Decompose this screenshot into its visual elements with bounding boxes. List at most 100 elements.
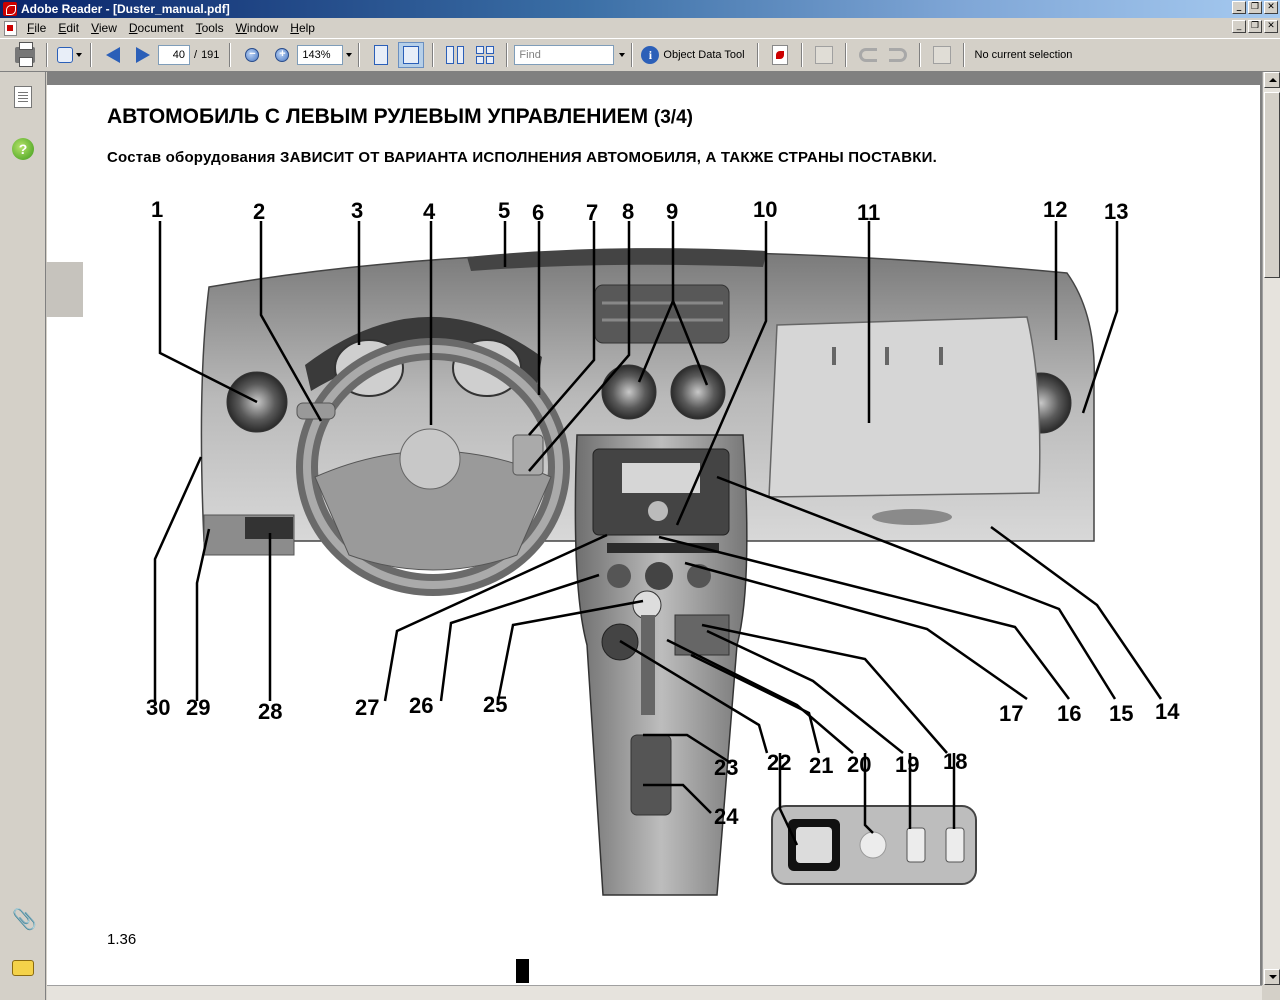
document-icon[interactable] xyxy=(4,20,17,36)
zoom-out-icon: − xyxy=(245,48,260,62)
menu-tools-accel: T xyxy=(195,21,202,35)
callout-19: 19 xyxy=(895,752,919,777)
search-binoculars-icon xyxy=(56,47,73,63)
callout-23: 23 xyxy=(714,755,738,780)
window-controls: _ ❐ ✕ xyxy=(1232,1,1278,14)
toolbar-separator xyxy=(358,43,361,67)
navigation-panel-splitter[interactable] xyxy=(46,262,83,317)
grid-icon xyxy=(476,46,495,64)
doc-close-button[interactable]: ✕ xyxy=(1264,20,1278,33)
vertical-scrollbar[interactable] xyxy=(1262,72,1280,985)
toolbar-separator xyxy=(800,43,803,67)
callout-10: 10 xyxy=(753,197,777,222)
menu-edit-accel: E xyxy=(58,21,67,35)
chevron-down-icon xyxy=(75,53,82,57)
menu-edit[interactable]: Edit xyxy=(52,21,85,35)
print-button[interactable] xyxy=(12,42,38,68)
callout-18: 18 xyxy=(943,749,967,774)
page-separator: / xyxy=(194,49,198,61)
toolbar-separator xyxy=(631,43,634,67)
menu-file-accel: F xyxy=(27,21,35,35)
actual-size-icon xyxy=(374,45,389,65)
callout-7: 7 xyxy=(586,200,598,225)
menu-file[interactable]: File xyxy=(21,21,52,35)
toolbar-separator xyxy=(46,43,48,67)
page-number-label: 1.36 xyxy=(107,931,137,948)
comments-icon[interactable] xyxy=(12,960,34,976)
callout-16: 16 xyxy=(1057,701,1081,726)
spell-check-button[interactable] xyxy=(811,42,837,68)
menu-help-label: elp xyxy=(298,21,315,35)
menu-tools[interactable]: Tools xyxy=(190,21,230,35)
actual-size-button[interactable] xyxy=(368,42,394,68)
arrow-left-icon xyxy=(106,47,120,63)
spell-check-icon xyxy=(814,46,833,64)
callout-numbers: 1 2 3 4 5 6 7 8 9 10 11 12 13 14 15 16 1… xyxy=(146,197,1180,829)
minimize-button[interactable]: _ xyxy=(1232,1,1246,14)
menu-view-label: iew xyxy=(98,21,117,35)
single-page-button[interactable] xyxy=(442,42,468,68)
window-title-bar: Adobe Reader - [Duster_manual.pdf] _ ❐ ✕ xyxy=(0,0,1280,18)
toolbar-separator xyxy=(432,43,435,67)
doc-minimize-button[interactable]: _ xyxy=(1232,20,1246,33)
undo-icon xyxy=(858,48,877,62)
find-input[interactable]: Find xyxy=(514,45,615,65)
find-dropdown-icon[interactable] xyxy=(619,53,626,57)
zoom-dropdown-icon[interactable] xyxy=(346,53,353,57)
menu-document[interactable]: Document xyxy=(123,21,190,35)
zoom-in-icon: + xyxy=(275,48,290,62)
zoom-in-button[interactable]: + xyxy=(269,42,295,68)
redo-button[interactable] xyxy=(885,42,911,68)
horizontal-scrollbar[interactable] xyxy=(47,985,1262,1000)
callout-24: 24 xyxy=(714,804,739,829)
undo-button[interactable] xyxy=(855,42,881,68)
pdf-icon xyxy=(771,45,788,65)
callout-1: 1 xyxy=(151,197,163,222)
page-number-input[interactable]: 40 xyxy=(158,45,190,65)
create-pdf-button[interactable] xyxy=(767,42,793,68)
next-page-button[interactable] xyxy=(130,42,156,68)
search-button[interactable] xyxy=(56,42,82,68)
switch-panel-inset xyxy=(771,805,977,885)
selection-status: No current selection xyxy=(974,49,1073,61)
toolbar-separator xyxy=(90,43,92,67)
main-toolbar: 40 / 191 − + 143% Find i Object Data Too… xyxy=(0,38,1280,72)
scroll-down-button[interactable] xyxy=(1264,969,1280,985)
previous-page-button[interactable] xyxy=(100,42,126,68)
menu-help[interactable]: Help xyxy=(284,21,321,35)
paperclip-icon[interactable]: 📎 xyxy=(12,907,37,931)
object-data-tool-button[interactable]: i Object Data Tool xyxy=(641,42,748,68)
menu-view[interactable]: View xyxy=(85,21,123,35)
close-button[interactable]: ✕ xyxy=(1264,1,1278,14)
fit-page-icon xyxy=(403,46,420,64)
continuous-facing-button[interactable] xyxy=(472,42,498,68)
callout-5: 5 xyxy=(498,198,510,223)
scrollbar-corner xyxy=(1262,985,1280,1000)
page-subtitle: Состав оборудования ЗАВИСИТ ОТ ВАРИАНТА … xyxy=(107,149,937,166)
help-icon[interactable]: ? xyxy=(12,138,34,160)
document-viewport[interactable]: АВТОМОБИЛЬ С ЛЕВЫМ РУЛЕВЫМ УПРАВЛЕНИЕМ (… xyxy=(47,72,1262,985)
callout-13: 13 xyxy=(1104,199,1128,224)
callout-15: 15 xyxy=(1109,701,1133,726)
scroll-up-button[interactable] xyxy=(1264,72,1280,88)
fit-page-button[interactable] xyxy=(398,42,425,68)
zoom-out-button[interactable]: − xyxy=(239,42,265,68)
toolbar-separator xyxy=(962,43,965,67)
callout-4: 4 xyxy=(423,199,436,224)
menu-window-accel: W xyxy=(235,21,247,35)
callout-21: 21 xyxy=(809,753,833,778)
doc-restore-button[interactable]: ❐ xyxy=(1248,20,1262,33)
menu-window[interactable]: Window xyxy=(230,21,285,35)
zoom-level-input[interactable]: 143% xyxy=(297,45,344,65)
pages-icon[interactable] xyxy=(14,86,32,108)
callout-14: 14 xyxy=(1155,699,1180,724)
copy-button[interactable] xyxy=(929,42,955,68)
toolbar-separator xyxy=(229,43,232,67)
menu-bar: File Edit View Document Tools Window Hel… xyxy=(0,18,1280,38)
scroll-thumb[interactable] xyxy=(1264,92,1280,278)
callout-9: 9 xyxy=(666,199,678,224)
menu-edit-label: dit xyxy=(66,21,80,35)
callout-27: 27 xyxy=(355,695,379,720)
callout-26: 26 xyxy=(409,693,433,718)
restore-button[interactable]: ❐ xyxy=(1248,1,1262,14)
